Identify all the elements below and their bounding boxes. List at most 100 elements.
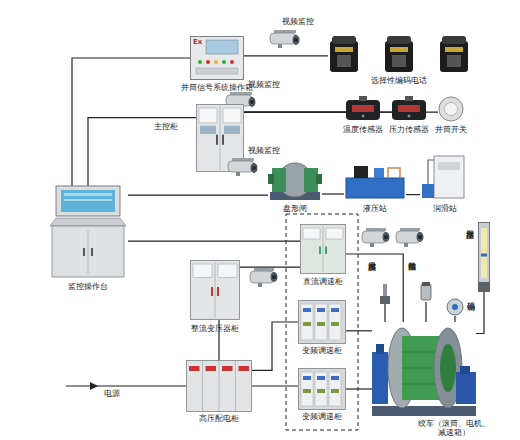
connector-line [425,302,426,322]
connector-line [240,267,300,268]
signal-box-part [230,60,234,64]
phone-set-part [392,55,406,67]
device-label: 整流变压器柜 [165,324,265,333]
pressure-sensor-drawing [392,96,426,122]
connector-line [476,292,484,334]
dc-drive-cabinet-part [319,247,321,255]
connector-line [406,194,420,195]
pressure-sensor-part [392,100,426,120]
connector-line [252,385,298,386]
device-label: 视频监控 [276,17,320,26]
control-cabinet-part [222,135,224,145]
phone-set: 选择性编码电话 [328,36,470,72]
phone-set-part [385,41,413,72]
signal-box-part [222,60,226,64]
phone-set-part [387,36,411,44]
rectifier-cabinet-drawing [190,260,240,320]
vfd-cabinet-part [303,322,311,326]
operator-console-part [91,248,93,256]
vfd-cabinet: 变频调速柜 [298,368,346,410]
temperature-sensor-drawing [346,96,380,122]
camera-part [230,92,252,95]
device-label: 选择性编码电话 [328,76,470,85]
camera-icon-part [254,268,274,271]
encoder-part [452,304,458,310]
signal-box-part [206,60,210,64]
hv-switchgear-part [239,366,250,371]
operator-console-part [88,230,89,274]
camera-icon-part [370,243,374,247]
device-label: 变频调速柜 [288,412,356,421]
hoist-winch: 绞车（滚筒、电机、减速箱） [372,322,476,418]
camera-icon-part [383,232,390,242]
hv-switchgear-part [235,361,236,411]
vfd-cabinet-part [331,389,339,393]
hv-switchgear: 高压配电柜 [186,360,252,412]
phone-set-drawing [328,36,470,72]
disc-brake-part [316,174,322,184]
device-label: 液压站 [344,204,406,213]
vfd-cabinet-drawing [298,368,346,410]
connector-line [346,330,372,331]
camera-part [236,172,240,176]
phone-set-part [337,55,351,67]
depth-indicator-part [481,228,487,278]
camera-icon-part [400,228,420,231]
camera-icon-part [404,243,408,247]
phone-set-part [332,36,356,44]
dc-drive-cabinet-part [325,247,327,255]
pressure-sensor: 压力传感器 [392,96,426,122]
hv-switchgear-part [219,361,220,411]
connector-line [252,322,298,370]
disc-brake-drawing [268,160,322,200]
device-label: 主控柜 [154,122,178,131]
hydraulic-station-part [346,178,404,198]
pressure-sensor-part [405,96,413,101]
lubrication-station-part [422,184,434,198]
camera-part [249,97,256,107]
hv-switchgear-part [187,361,252,412]
device-label: 直流调速柜 [290,277,356,286]
operator-console: 监控操作台 [48,186,128,278]
connector-line [244,55,328,56]
rectifier-cabinet-part [217,287,219,296]
lubrication-station-part [434,156,464,198]
temperature-sensor: 温度传感器 [346,96,380,122]
temperature-probe: 温度传感器 [380,284,390,304]
hydraulic-station-part [374,168,384,178]
control-cabinet-part [199,108,217,123]
rectifier-cabinet: 整流变压器柜 [190,260,240,320]
power-label: 电源 [104,389,120,398]
lubrication-station-part [438,162,460,170]
rectifier-cabinet-part [218,264,237,277]
disc-brake-part [268,174,274,184]
device-label: 监控操作台 [48,282,128,291]
signal-box-part [214,60,218,64]
connector-line [322,193,344,194]
power-arrow [90,382,98,390]
camera-drawing [268,30,302,48]
vfd-cabinet-part [315,304,327,340]
disc-brake: 盘形闸 [268,160,322,200]
rectifier-cabinet-part [193,264,212,277]
camera-icon-part [396,231,420,243]
control-cabinet-part [200,126,216,134]
camera-part [293,35,300,45]
connector-line [128,195,268,196]
temperature-probe-part [380,296,390,304]
hoist-winch-part [440,344,456,392]
hoist-winch-part [376,344,384,354]
operator-console-drawing [48,186,128,278]
connector-line [384,304,385,322]
vfd-cabinet-part [301,304,313,340]
camera-part [251,163,258,173]
dc-drive-cabinet-drawing [300,224,346,274]
hydraulic-station-part [388,168,400,178]
temperature-probe-part [383,284,387,298]
vfd-cabinet-part [329,372,341,406]
camera-icon [362,228,390,247]
rectifier-cabinet-part [211,287,213,296]
connector-line [128,241,300,242]
camera: 视频监控 [268,30,302,48]
camera-icon-part [250,271,274,283]
